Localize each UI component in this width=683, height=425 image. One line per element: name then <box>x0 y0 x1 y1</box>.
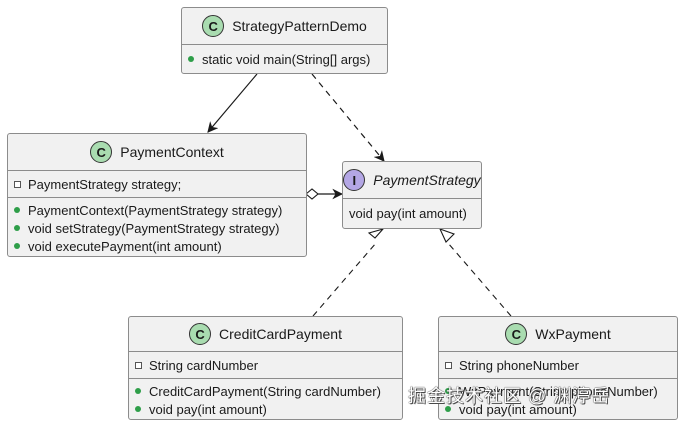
class-name: PaymentContext <box>120 144 224 160</box>
private-icon <box>135 361 145 369</box>
association-edge <box>207 73 258 133</box>
field-row: String cardNumber <box>135 356 402 374</box>
field-declaration: String cardNumber <box>149 357 259 373</box>
class-name: StrategyPatternDemo <box>232 18 367 34</box>
public-icon <box>445 388 455 394</box>
public-icon <box>14 243 24 249</box>
public-icon <box>135 406 145 412</box>
method-row: WxPayment(String phoneNumber) <box>445 382 677 400</box>
aggregation-edge <box>305 188 344 200</box>
method-row: void pay(int amount) <box>445 400 677 418</box>
private-icon <box>14 180 24 188</box>
public-icon <box>135 388 145 394</box>
class-stereotype-icon: C <box>189 323 212 345</box>
method-signature: CreditCardPayment(String cardNumber) <box>149 383 381 399</box>
public-icon <box>14 225 24 231</box>
method-signature: void pay(int amount) <box>459 401 577 417</box>
method-signature: void setStrategy(PaymentStrategy strateg… <box>28 220 280 236</box>
method-signature: PaymentContext(PaymentStrategy strategy) <box>28 202 283 218</box>
class-wx-payment[interactable]: C WxPayment String phoneNumber WxPayment… <box>438 316 678 420</box>
method-row: PaymentContext(PaymentStrategy strategy) <box>14 201 306 219</box>
method-signature: void executePayment(int amount) <box>28 238 222 254</box>
dependency-edge <box>311 73 385 162</box>
private-icon <box>445 361 455 369</box>
method-signature: void pay(int amount) <box>149 401 267 417</box>
field-declaration: String phoneNumber <box>459 357 579 373</box>
method-row: static void main(String[] args) <box>188 50 387 68</box>
class-stereotype-icon: C <box>505 323 528 345</box>
method-signature: void pay(int amount) <box>349 205 467 221</box>
method-row: CreditCardPayment(String cardNumber) <box>135 382 402 400</box>
method-row: void pay(int amount) <box>135 400 402 418</box>
realization-edge-wx <box>438 228 512 317</box>
class-name: CreditCardPayment <box>219 326 342 342</box>
class-name: WxPayment <box>535 326 611 342</box>
method-row: void pay(int amount) <box>349 204 481 222</box>
class-strategy-pattern-demo[interactable]: C StrategyPatternDemo static void main(S… <box>181 7 388 74</box>
class-stereotype-icon: C <box>202 15 225 37</box>
interface-stereotype-icon: I <box>343 169 366 191</box>
class-payment-context[interactable]: C PaymentContext PaymentStrategy strateg… <box>7 133 307 257</box>
method-row: void executePayment(int amount) <box>14 237 306 255</box>
method-signature: WxPayment(String phoneNumber) <box>459 383 658 399</box>
public-icon <box>188 56 198 62</box>
public-icon <box>14 207 24 213</box>
class-stereotype-icon: C <box>90 141 113 163</box>
field-row: String phoneNumber <box>445 356 677 374</box>
class-credit-card-payment[interactable]: C CreditCardPayment String cardNumber Cr… <box>128 316 403 420</box>
public-icon <box>445 406 455 412</box>
method-signature: static void main(String[] args) <box>202 51 371 67</box>
field-declaration: PaymentStrategy strategy; <box>28 176 182 192</box>
field-row: PaymentStrategy strategy; <box>14 175 306 193</box>
interface-payment-strategy[interactable]: I PaymentStrategy void pay(int amount) <box>342 161 482 229</box>
method-row: void setStrategy(PaymentStrategy strateg… <box>14 219 306 237</box>
realization-edge-credit <box>312 227 385 317</box>
interface-name: PaymentStrategy <box>373 172 481 188</box>
watermark: 掘金技术社区 @ 渊渟岳 <box>408 386 611 406</box>
